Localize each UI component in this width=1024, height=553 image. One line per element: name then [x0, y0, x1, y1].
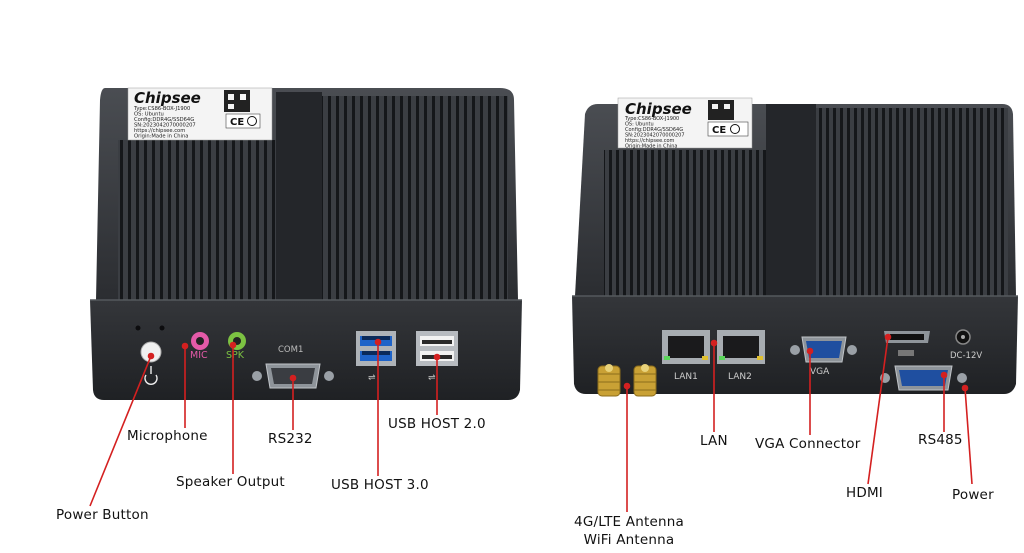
- led-indicator: [159, 325, 165, 331]
- lan1-label: LAN1: [674, 372, 698, 382]
- sticker-line: OS: Ubuntu: [625, 122, 654, 128]
- vga-label: VGA: [810, 367, 830, 377]
- callout-power-button: Power Button: [56, 507, 149, 523]
- callout-rs232: RS232: [268, 431, 313, 447]
- sticker-line: Config:DDR4G/SSD64G: [134, 117, 194, 123]
- sticker-line: https://chipsee.com: [134, 128, 185, 134]
- spk-label: SPK: [226, 350, 245, 361]
- usb-icon: ⇌: [368, 373, 376, 383]
- callout-speaker-output: Speaker Output: [176, 474, 285, 490]
- brand-logo: Chipsee: [625, 100, 692, 118]
- right-unit: CE Chipsee Type:CS86-BOX-J1900 OS: Ubunt…: [572, 97, 1018, 397]
- callout-microphone: Microphone: [127, 428, 208, 444]
- callout-antenna-line1: 4G/LTE Antenna: [574, 514, 684, 530]
- sticker-line: Type:CS86-BOX-J1900: [133, 106, 190, 112]
- sticker-line: https://chipsee.com: [625, 138, 675, 144]
- callout-usb3: USB HOST 3.0: [331, 477, 429, 493]
- callout-power: Power: [952, 487, 994, 503]
- sticker-line: Config:DDR4G/SSD64G: [625, 127, 683, 133]
- ce-mark: CE: [712, 125, 726, 136]
- ce-mark: CE: [230, 117, 244, 128]
- callout-lan: LAN: [700, 433, 728, 449]
- sticker-line: SN:2023042070000207: [625, 133, 685, 139]
- callout-hdmi: HDMI: [846, 485, 883, 501]
- usb-icon: ⇌: [428, 373, 436, 383]
- dc-label: DC-12V: [950, 351, 982, 361]
- antenna-connectors: [597, 364, 657, 397]
- sticker-line: OS: Ubuntu: [134, 112, 164, 118]
- vga-port: [790, 336, 857, 363]
- power-button[interactable]: [140, 341, 162, 363]
- left-unit: CE Chipsee Type:CS86-BOX-J1900 OS: Ubunt…: [90, 87, 522, 400]
- rs485-port: [880, 365, 967, 391]
- callout-vga-connector: VGA Connector: [755, 436, 861, 452]
- callout-antenna-line2: WiFi Antenna: [583, 532, 675, 548]
- sticker-line: SN:2023042070000207: [134, 123, 196, 129]
- brand-logo: Chipsee: [134, 89, 201, 107]
- mic-label: MIC: [190, 350, 208, 361]
- lan-ports: [662, 330, 765, 364]
- callout-rs485: RS485: [918, 432, 963, 448]
- qr-code-icon: [708, 100, 734, 120]
- lan2-label: LAN2: [728, 372, 752, 382]
- power-icon: [144, 366, 158, 385]
- led-indicator: [135, 325, 141, 331]
- callout-antenna: 4G/LTE Antenna WiFi Antenna: [570, 513, 688, 549]
- sticker-line: Origin:Made in China: [625, 144, 677, 150]
- hdmi-icon: [898, 350, 914, 356]
- hdmi-port: [884, 331, 930, 356]
- com1-label: COM1: [278, 345, 303, 355]
- sticker-line: Type:CS86-BOX-J1900: [624, 116, 679, 122]
- sticker-line: Origin:Made in China: [134, 134, 188, 140]
- qr-code-icon: [224, 90, 250, 112]
- callout-usb2: USB HOST 2.0: [388, 416, 486, 432]
- callout-lines: [89, 333, 973, 512]
